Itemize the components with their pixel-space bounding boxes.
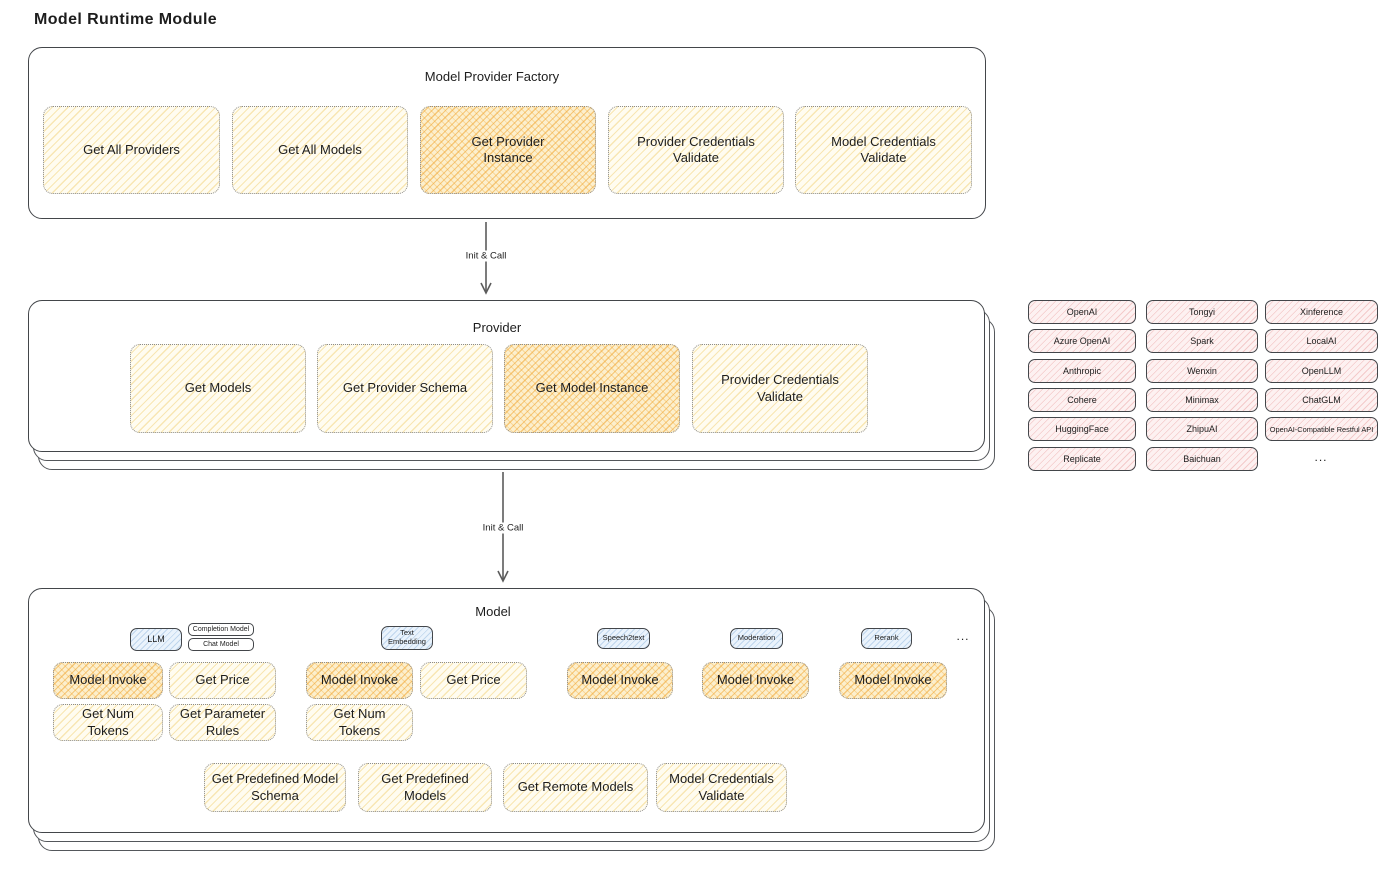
model-title: Model [475,604,511,619]
model-fn-rerank-model-invoke: Model Invoke [839,662,947,699]
model-fn-text-embedding-model-invoke: Model Invoke [306,662,413,699]
model-type-rerank: Rerank [861,628,912,649]
model-fn-get-predefined-model-schema: Get Predefined Model Schema [204,763,346,812]
factory-node-get-all-models: Get All Models [232,106,408,194]
model-fn-llm-get-price: Get Price [169,662,276,699]
factory-node-get-all-providers: Get All Providers [43,106,220,194]
factory-node-get-provider-instance: Get Provider Instance [420,106,596,194]
provider-item-openai: OpenAI [1028,300,1136,324]
model-type-llm: LLM [130,628,182,651]
model-fn-model-credentials-validate: Model Credentials Validate [656,763,787,812]
model-fn-llm-get-num-tokens: Get Num Tokens [53,704,163,741]
model-fn-llm-get-parameter-rules: Get Parameter Rules [169,704,276,741]
model-type-completion-model: Completion Model [188,623,254,636]
factory-node-provider-credentials-validate: Provider Credentials Validate [608,106,784,194]
provider-item-cohere: Cohere [1028,388,1136,412]
provider-item-localai: LocalAI [1265,329,1378,353]
model-fn-get-remote-models: Get Remote Models [503,763,648,812]
provider-item-zhipuai: ZhipuAI [1146,417,1258,441]
provider-node-get-model-instance: Get Model Instance [504,344,680,433]
model-fn-text-embedding-get-num-tokens: Get Num Tokens [306,704,413,741]
factory-title: Model Provider Factory [424,69,560,84]
provider-item-baichuan: Baichuan [1146,447,1258,471]
diagram-title: Model Runtime Module [34,11,218,28]
provider-item-xinference: Xinference [1265,300,1378,324]
provider-node-get-models: Get Models [130,344,306,433]
model-type-more: ... [956,629,970,643]
provider-node-provider-credentials-validate: Provider Credentials Validate [692,344,868,433]
provider-item-wenxin: Wenxin [1146,359,1258,383]
model-type-speech2text: Speech2text [597,628,650,649]
model-fn-moderation-model-invoke: Model Invoke [702,662,809,699]
provider-item-tongyi: Tongyi [1146,300,1258,324]
provider-item-openllm: OpenLLM [1265,359,1378,383]
provider-item-azure-openai: Azure OpenAI [1028,329,1136,353]
provider-item-huggingface: HuggingFace [1028,417,1136,441]
model-type-text-embedding: Text Embedding [381,626,433,650]
model-type-chat-model: Chat Model [188,638,254,651]
init-call-label-1: Init & Call [461,250,511,262]
model-fn-llm-model-invoke: Model Invoke [53,662,163,699]
factory-node-model-credentials-validate: Model Credentials Validate [795,106,972,194]
provider-list-more: ... [1314,450,1328,464]
provider-item-minimax: Minimax [1146,388,1258,412]
provider-item-replicate: Replicate [1028,447,1136,471]
model-type-moderation: Moderation [730,628,783,649]
model-fn-speech2text-model-invoke: Model Invoke [567,662,673,699]
provider-node-get-provider-schema: Get Provider Schema [317,344,493,433]
provider-item-chatglm: ChatGLM [1265,388,1378,412]
provider-item-spark: Spark [1146,329,1258,353]
init-call-label-2: Init & Call [478,522,528,534]
provider-title: Provider [472,320,522,335]
provider-item-anthropic: Anthropic [1028,359,1136,383]
provider-item-openai-compatible-restful-api: OpenAI-Compatible Restful API [1265,417,1378,441]
model-fn-text-embedding-get-price: Get Price [420,662,527,699]
model-fn-get-predefined-models: Get Predefined Models [358,763,492,812]
